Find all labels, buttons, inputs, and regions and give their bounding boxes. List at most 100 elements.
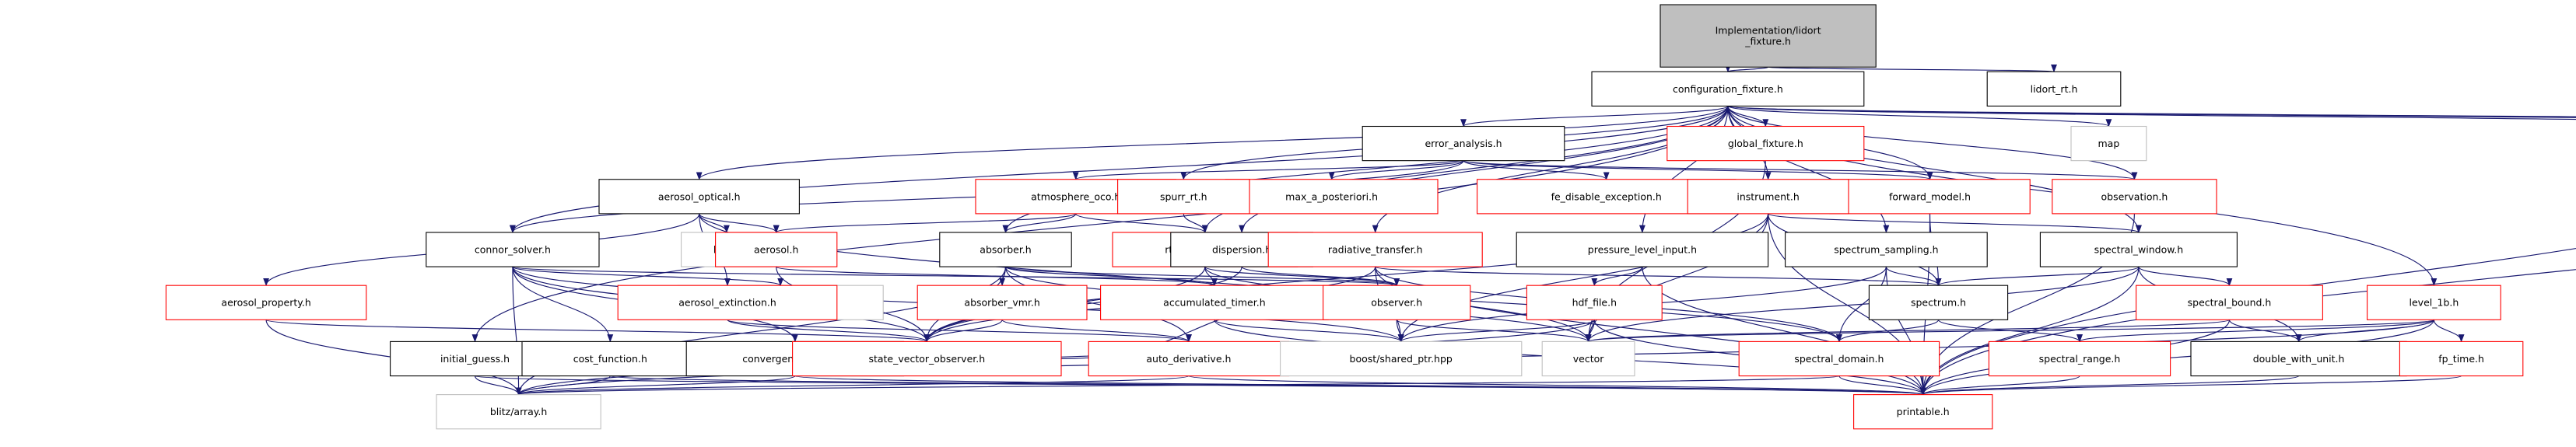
node-label-aerosol: aerosol.h bbox=[754, 244, 798, 256]
node-radiative_transfer[interactable]: radiative_transfer.h bbox=[1267, 232, 1483, 267]
node-box-level_1b[interactable] bbox=[2367, 285, 2501, 320]
node-root[interactable]: Implementation/lidort_fixture.h bbox=[1660, 4, 1877, 68]
node-box-double_with_unit[interactable] bbox=[2190, 340, 2407, 377]
node-box-vector[interactable] bbox=[1541, 340, 1635, 377]
node-spurr_rt[interactable]: spurr_rt.h bbox=[1117, 179, 1250, 215]
node-connor_solver[interactable]: connor_solver.h bbox=[426, 232, 600, 267]
edge-spectral_domain-to-blitz_array bbox=[517, 375, 1840, 396]
edge-error_analysis-to-observation bbox=[1463, 160, 2137, 180]
node-box-spectral_domain[interactable] bbox=[1738, 340, 1940, 377]
node-boost_shared_ptr[interactable]: boost/shared_ptr.hpp bbox=[1280, 340, 1523, 377]
node-box-state_vector_observer[interactable] bbox=[792, 340, 1062, 377]
edge-absorber-to-accumulated_timer bbox=[1004, 266, 1218, 287]
node-double_with_unit[interactable]: double_with_unit.h bbox=[2190, 340, 2407, 377]
node-box-cost_function[interactable] bbox=[521, 340, 699, 377]
node-observer[interactable]: observer.h bbox=[1323, 285, 1471, 320]
node-box-root[interactable] bbox=[1660, 4, 1877, 68]
node-aerosol[interactable]: aerosol.h bbox=[715, 232, 838, 267]
node-cost_function[interactable]: cost_function.h bbox=[521, 340, 699, 377]
node-fp_time[interactable]: fp_time.h bbox=[2399, 340, 2524, 377]
edge-instrument-to-spectral_window bbox=[1768, 213, 2142, 233]
node-box-accumulated_timer[interactable] bbox=[1100, 285, 1329, 320]
node-label-observation: observation.h bbox=[2101, 190, 2168, 202]
node-box-pressure_level_input[interactable] bbox=[1516, 232, 1769, 267]
node-label-instrument: instrument.h bbox=[1737, 190, 1799, 202]
node-spectral_domain[interactable]: spectral_domain.h bbox=[1738, 340, 1940, 377]
node-box-spectral_range[interactable] bbox=[1988, 340, 2171, 377]
node-global_fixture[interactable]: global_fixture.h bbox=[1667, 125, 1865, 162]
node-box-spurr_rt[interactable] bbox=[1117, 179, 1250, 215]
node-box-max_a_posteriori[interactable] bbox=[1225, 179, 1439, 215]
edge-hdf_file-to-boost_shared_ptr bbox=[1397, 319, 1595, 343]
node-box-connor_solver[interactable] bbox=[426, 232, 600, 267]
edge-aerosol_optical-to-limits bbox=[699, 213, 730, 233]
node-pressure_level_input[interactable]: pressure_level_input.h bbox=[1516, 232, 1769, 267]
node-auto_derivative[interactable]: auto_derivative.h bbox=[1088, 340, 1290, 377]
node-forward_model[interactable]: forward_model.h bbox=[1829, 179, 2031, 215]
node-map[interactable]: map bbox=[2070, 125, 2147, 162]
node-box-aerosol[interactable] bbox=[715, 232, 838, 267]
node-box-printable[interactable] bbox=[1853, 394, 1993, 430]
node-box-lidort_rt[interactable] bbox=[1986, 71, 2122, 107]
node-label-printable: printable.h bbox=[1897, 406, 1950, 417]
node-spectral_range[interactable]: spectral_range.h bbox=[1988, 340, 2171, 377]
node-state_vector_observer[interactable]: state_vector_observer.h bbox=[792, 340, 1062, 377]
edge-configuration_fixture-to-aerosol_optical bbox=[696, 106, 1729, 180]
edge-atmosphere_oco-to-absorber bbox=[1002, 213, 1077, 233]
node-box-global_fixture[interactable] bbox=[1667, 125, 1865, 162]
node-box-instrument[interactable] bbox=[1687, 179, 1849, 215]
node-observation[interactable]: observation.h bbox=[2052, 179, 2217, 215]
node-box-spectral_bound[interactable] bbox=[2136, 285, 2323, 320]
node-box-blitz_array[interactable] bbox=[436, 394, 601, 430]
node-label-state_vector_observer: state_vector_observer.h bbox=[868, 353, 985, 365]
node-label-configuration_fixture: configuration_fixture.h bbox=[1673, 83, 1783, 95]
edge-error_analysis-to-fe_disable_exception bbox=[1463, 160, 1610, 180]
node-configuration_fixture[interactable]: configuration_fixture.h bbox=[1591, 71, 1865, 107]
node-box-spectral_window[interactable] bbox=[2039, 232, 2238, 267]
node-lidort_rt[interactable]: lidort_rt.h bbox=[1986, 71, 2122, 107]
node-vector[interactable]: vector bbox=[1541, 340, 1635, 377]
node-box-observation[interactable] bbox=[2052, 179, 2217, 215]
node-accumulated_timer[interactable]: accumulated_timer.h bbox=[1100, 285, 1329, 320]
node-aerosol_property[interactable]: aerosol_property.h bbox=[165, 285, 367, 320]
node-box-absorber_vmr[interactable] bbox=[916, 285, 1088, 320]
node-spectral_bound[interactable]: spectral_bound.h bbox=[2136, 285, 2323, 320]
edge-atmosphere_oco-to-rt_atmosphere bbox=[1075, 213, 1208, 233]
node-printable[interactable]: printable.h bbox=[1853, 394, 1993, 430]
node-box-map[interactable] bbox=[2070, 125, 2147, 162]
node-box-spectrum[interactable] bbox=[1868, 285, 2009, 320]
node-error_analysis[interactable]: error_analysis.h bbox=[1362, 125, 1565, 162]
node-box-spectrum_sampling[interactable] bbox=[1785, 232, 1988, 267]
node-instrument[interactable]: instrument.h bbox=[1687, 179, 1849, 215]
nodes-layer: Implementation/lidort_fixture.h configura… bbox=[165, 4, 2524, 430]
node-spectrum_sampling[interactable]: spectrum_sampling.h bbox=[1785, 232, 1988, 267]
node-label-root: Implementation/lidort bbox=[1716, 25, 1821, 37]
node-spectral_window[interactable]: spectral_window.h bbox=[2039, 232, 2238, 267]
edge-spectral_window-to-spectrum bbox=[1935, 266, 2140, 287]
node-hdf_file[interactable]: hdf_file.h bbox=[1526, 285, 1663, 320]
node-box-observer[interactable] bbox=[1323, 285, 1471, 320]
node-absorber_vmr[interactable]: absorber_vmr.h bbox=[916, 285, 1088, 320]
node-spectrum[interactable]: spectrum.h bbox=[1868, 285, 2009, 320]
node-max_a_posteriori[interactable]: max_a_posteriori.h bbox=[1225, 179, 1439, 215]
edge-connor_solver-to-observer bbox=[512, 266, 1400, 287]
node-box-hdf_file[interactable] bbox=[1526, 285, 1663, 320]
node-box-absorber[interactable] bbox=[939, 232, 1072, 267]
node-aerosol_optical[interactable]: aerosol_optical.h bbox=[598, 179, 800, 215]
node-aerosol_extinction[interactable]: aerosol_extinction.h bbox=[617, 285, 838, 320]
node-box-fp_time[interactable] bbox=[2399, 340, 2524, 377]
node-label-spectrum_sampling: spectrum_sampling.h bbox=[1834, 244, 1938, 256]
node-box-aerosol_property[interactable] bbox=[165, 285, 367, 320]
node-box-radiative_transfer[interactable] bbox=[1267, 232, 1483, 267]
node-box-aerosol_optical[interactable] bbox=[598, 179, 800, 215]
node-blitz_array[interactable]: blitz/array.h bbox=[436, 394, 601, 430]
edge-aerosol_extinction-to-auto_derivative bbox=[727, 319, 1192, 343]
node-absorber[interactable]: absorber.h bbox=[939, 232, 1072, 267]
node-box-aerosol_extinction[interactable] bbox=[617, 285, 838, 320]
node-box-error_analysis[interactable] bbox=[1362, 125, 1565, 162]
node-box-boost_shared_ptr[interactable] bbox=[1280, 340, 1523, 377]
node-level_1b[interactable]: level_1b.h bbox=[2367, 285, 2501, 320]
node-box-configuration_fixture[interactable] bbox=[1591, 71, 1865, 107]
edge-configuration_fixture-to-observation bbox=[1727, 106, 2138, 180]
